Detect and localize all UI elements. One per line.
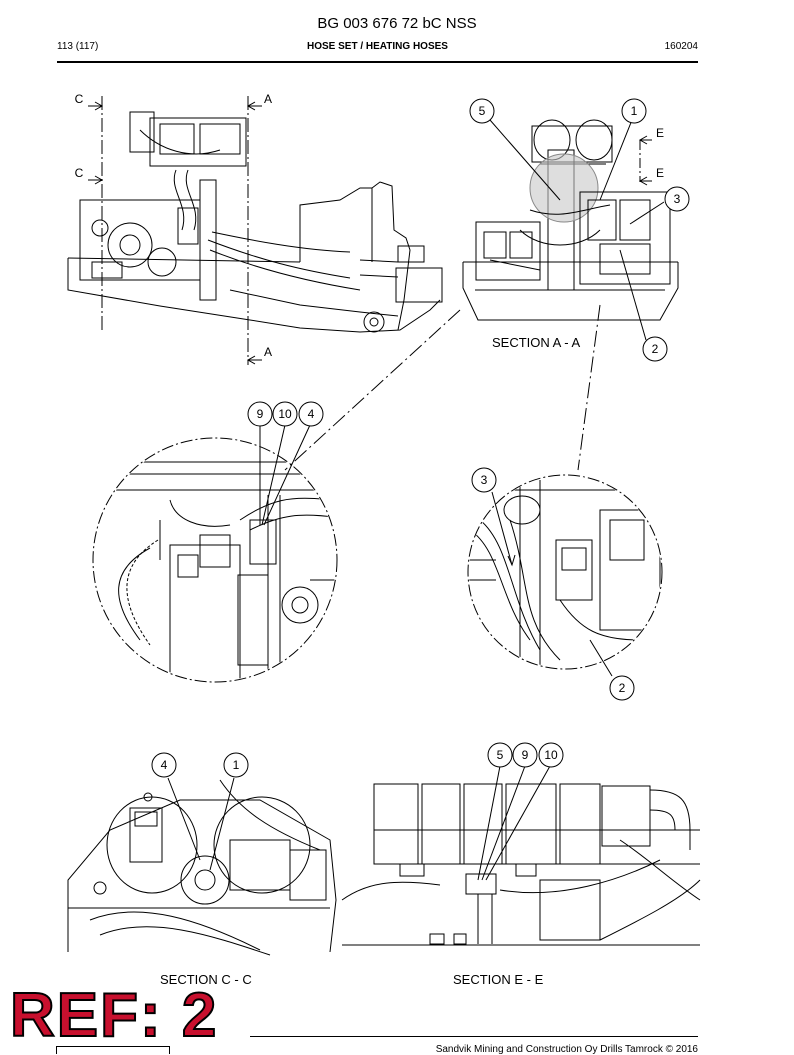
callout-ee-9: 9 (522, 748, 529, 762)
footer-divider (250, 1036, 698, 1037)
callout-c-top: C (75, 92, 84, 106)
callout-detail-10: 10 (278, 407, 292, 421)
callout-detail-2: 2 (619, 681, 626, 695)
doc-date: 160204 (664, 41, 698, 52)
callout-detail-3: 3 (481, 473, 488, 487)
side-view-drawing (67, 96, 443, 365)
callout-cc-1: 1 (233, 758, 240, 772)
section-ee-drawing (341, 765, 701, 946)
callout-a-top: A (264, 92, 272, 106)
callout-c-mid: C (75, 166, 84, 180)
callout-aa-3: 3 (674, 192, 681, 206)
callout-ee-5: 5 (497, 748, 504, 762)
section-aa-drawing (462, 119, 679, 341)
callout-balloons (151, 98, 690, 778)
callout-detail-9: 9 (257, 407, 264, 421)
section-ee-label: SECTION E - E (453, 972, 544, 987)
callout-aa-5: 5 (479, 104, 486, 118)
page-title: HOSE SET / HEATING HOSES (307, 41, 448, 52)
section-cc-drawing (67, 777, 337, 956)
callout-cc-4: 4 (161, 758, 168, 772)
callout-ee-10: 10 (544, 748, 558, 762)
header-divider (57, 61, 698, 63)
footer-copyright: Sandvik Mining and Construction Oy Drill… (435, 1044, 698, 1055)
company-logo (56, 1046, 170, 1054)
detail-left-drawing (92, 424, 338, 683)
callout-aa-e1: E (656, 126, 664, 140)
callout-aa-1: 1 (631, 104, 638, 118)
section-cc-label: SECTION C - C (160, 972, 252, 987)
ref-stamp: REF: 2 (9, 981, 219, 1050)
callout-aa-e2: E (656, 166, 664, 180)
page-number: 113 (117) (57, 41, 99, 52)
doc-number: BG 003 676 72 bC NSS (317, 15, 477, 32)
callout-detail-4: 4 (308, 407, 315, 421)
section-aa-label: SECTION A - A (492, 335, 581, 350)
detail-right-drawing (467, 474, 663, 677)
callout-a-bottom: A (264, 345, 272, 359)
callout-aa-2: 2 (652, 342, 659, 356)
